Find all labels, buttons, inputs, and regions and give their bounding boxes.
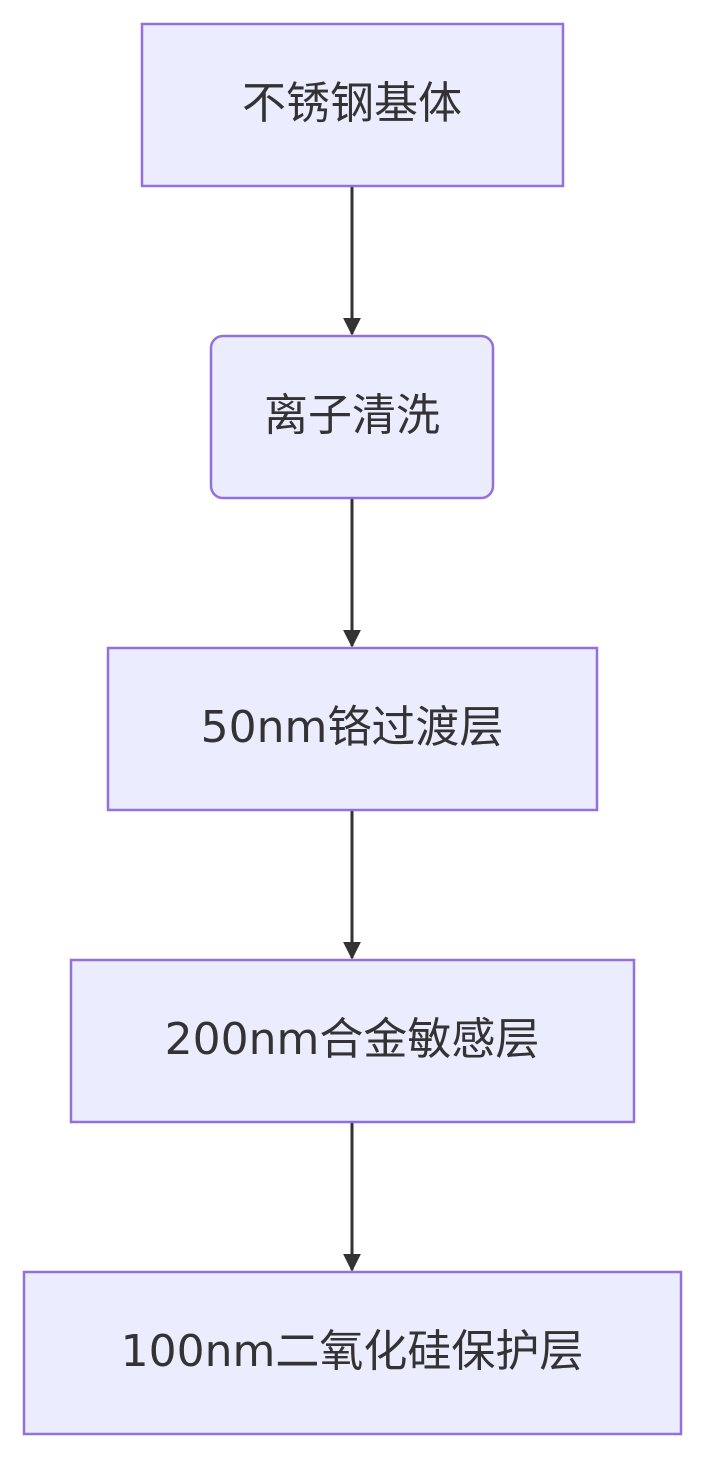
node-label: 50nm铬过渡层	[201, 702, 504, 753]
node-alloy-sensitive-layer: 200nm合金敏感层	[69, 958, 636, 1124]
node-chromium-transition-layer: 50nm铬过渡层	[106, 646, 599, 812]
node-ion-cleaning: 离子清洗	[209, 334, 495, 500]
node-silica-protective-layer: 100nm二氧化硅保护层	[22, 1270, 683, 1436]
node-label: 200nm合金敏感层	[165, 1014, 540, 1065]
node-stainless-steel-substrate: 不锈钢基体	[140, 22, 565, 188]
node-label: 不锈钢基体	[242, 78, 462, 129]
node-label: 100nm二氧化硅保护层	[121, 1326, 584, 1377]
node-label: 离子清洗	[264, 390, 440, 441]
